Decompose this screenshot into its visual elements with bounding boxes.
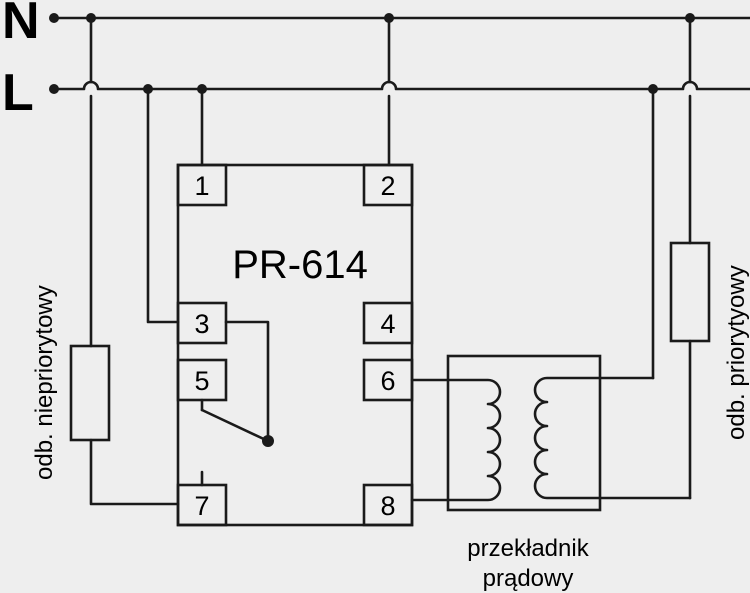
terminal-2: 2 xyxy=(362,163,414,207)
relay-common-wire xyxy=(224,320,270,443)
priority-load-resistor xyxy=(669,241,711,343)
current-transformer-box xyxy=(446,354,602,512)
terminal-1: 1 xyxy=(176,163,228,207)
terminal-2-label: 2 xyxy=(380,171,395,201)
nonpriority-load-resistor xyxy=(69,344,111,442)
wire-l-terminal3 xyxy=(146,87,180,324)
terminal-4: 4 xyxy=(362,301,414,345)
terminal-3: 3 xyxy=(176,301,228,345)
nonpriority-load-label: odb. niepriorytowy xyxy=(31,285,58,480)
terminal-5: 5 xyxy=(176,358,228,402)
terminal-5-label: 5 xyxy=(194,366,209,396)
wire-nonpriority-terminal7 xyxy=(89,438,180,506)
ct-primary-winding xyxy=(410,378,502,502)
terminal-8-label: 8 xyxy=(380,491,395,521)
terminal-8: 8 xyxy=(362,483,414,527)
terminal-3-label: 3 xyxy=(194,309,209,339)
ct-secondary-winding xyxy=(533,376,692,500)
terminal-4-label: 4 xyxy=(380,309,395,339)
terminal-7: 7 xyxy=(176,483,228,527)
device-model-label: PR-614 xyxy=(232,243,368,287)
ct-label-line1: przekładnik xyxy=(467,535,589,562)
priority-load-label: odb. priorytyowy xyxy=(723,265,750,440)
pr614-device-body xyxy=(176,163,414,527)
terminal-6-label: 6 xyxy=(380,366,395,396)
line-bus-start-dot xyxy=(49,84,59,94)
terminal-1-label: 1 xyxy=(194,171,209,201)
relay-contact-arm xyxy=(200,408,270,443)
line-bus-wire xyxy=(52,80,750,91)
terminal-6: 6 xyxy=(362,358,414,402)
neutral-bus-label: N xyxy=(2,0,40,50)
neutral-bus-start-dot xyxy=(49,13,59,23)
line-bus-label: L xyxy=(2,64,34,122)
ct-label-line2: prądowy xyxy=(483,565,574,592)
terminal-7-label: 7 xyxy=(194,491,209,521)
